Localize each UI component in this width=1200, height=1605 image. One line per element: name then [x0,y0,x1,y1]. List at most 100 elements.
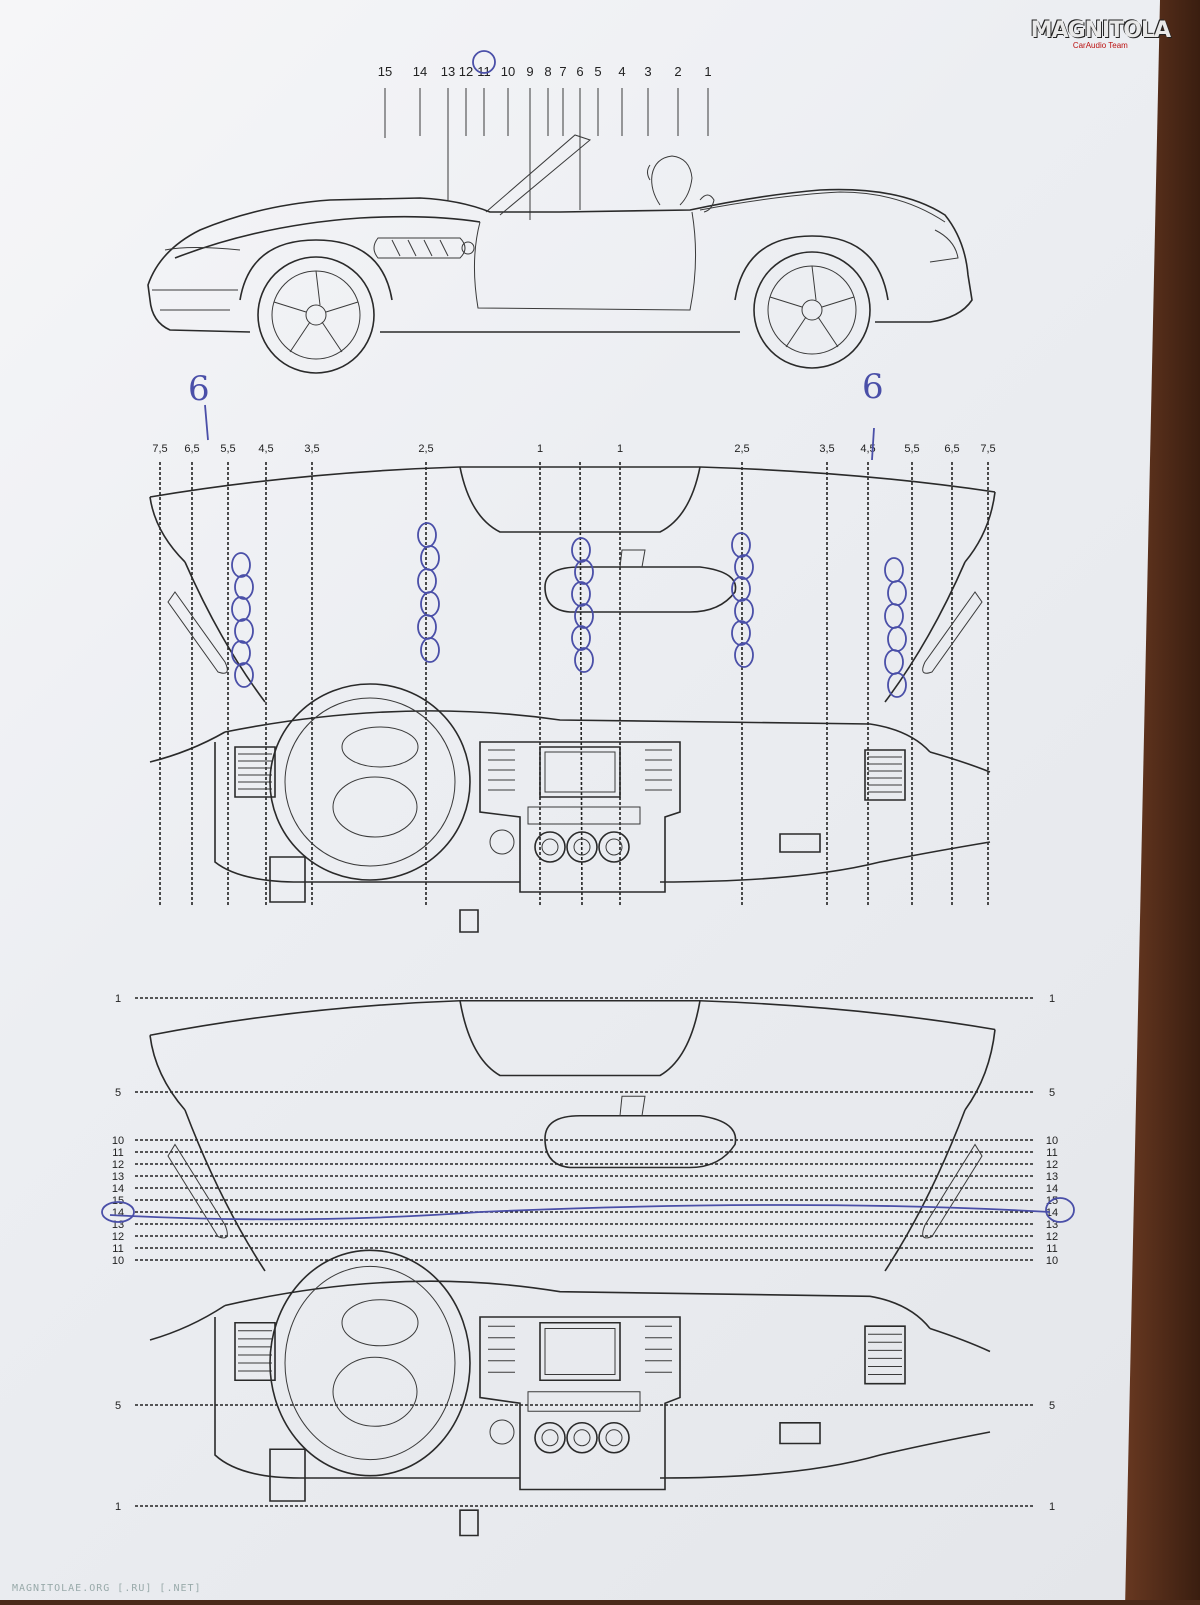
side-view-label: 8 [544,64,551,79]
dash-detail [527,806,641,825]
dash-stroke [779,1422,821,1445]
side-view-label: 2 [674,64,681,79]
dash-stroke [269,856,306,903]
dash-stroke [149,1029,996,1111]
steering-hub [332,1356,418,1427]
dash-detail [619,1095,646,1116]
dash-stroke [149,1304,991,1353]
front-view-vertical-label: 3,5 [819,443,834,455]
front-view-horizontal-label-right: 12 [1046,1231,1058,1243]
side-view-tick-lines [384,88,709,220]
dash-stroke [459,1000,701,1077]
car-rear-deck [699,191,946,223]
handwritten-mark-right: 6 [862,367,884,407]
front-view-vertical-label: 7,5 [980,443,995,455]
front-view-horizontal-label-right: 11 [1046,1243,1057,1255]
side-view-label: 6 [576,64,583,79]
handwritten-underline [109,1204,1051,1221]
dash-stroke [149,731,991,773]
side-view-label: 10 [501,64,515,79]
car-rear-wheel [734,235,889,369]
handwritten-oval [571,537,591,563]
climate-knob [566,831,598,863]
side-view-label: 12 [459,64,473,79]
dash-detail [544,1328,616,1375]
dash-stroke [459,909,479,933]
climate-knob-center [573,1429,591,1447]
handwritten-ovals [231,522,907,698]
handwritten-oval [574,603,594,629]
front-view-horizontal-label-right: 10 [1046,1135,1058,1147]
dash-stroke [544,566,737,613]
handwritten-oval-left [101,1201,135,1223]
climate-knob-center [605,838,623,856]
front-view-horizontal-label-right: 11 [1046,1147,1057,1159]
dash-stroke [479,1316,681,1491]
dash-stroke [544,1114,737,1169]
instrument-hood [341,726,419,768]
dash-detail [167,1143,228,1239]
handwritten-oval [884,649,904,675]
front-view-horizontal-label-left: 15 [112,1195,124,1207]
handwritten-oval [234,618,254,644]
car-side-vent [373,237,466,259]
handwritten-oval-right [1045,1197,1075,1223]
handwritten-oval [420,545,440,571]
handwritten-oval [417,522,437,548]
front-view-vertical-lines [159,461,989,907]
front-view-horizontal-label-left: 11 [112,1147,123,1159]
handwritten-oval [231,640,251,666]
dash-stroke [214,1317,991,1479]
watermark-brand: MAGNITOLA [1030,18,1171,43]
side-view-circle-mark [472,50,496,74]
side-view-label: 5 [594,64,601,79]
front-view-horizontal-label-right: 5 [1049,1400,1055,1412]
car-driver-figure [647,155,715,213]
car-front-wheel [239,239,393,374]
front-view-vertical-label: 5,5 [220,443,235,455]
dash-detail [922,591,983,674]
dash-stroke [149,999,996,1037]
front-view-horizontal-label-left: 10 [112,1135,124,1147]
front-view-horizontal-label-left: 11 [112,1243,123,1255]
handwritten-oval [571,581,591,607]
handwritten-oval [574,647,594,673]
dash-stroke [539,746,621,798]
side-view-label: 11 [477,64,491,79]
climate-knob-center [605,1429,623,1447]
handwritten-oval [231,596,251,622]
steering-wheel-inner [284,697,456,867]
dash-detail [619,549,646,568]
front-view-vertical-label: 3,5 [304,443,319,455]
handwritten-oval [884,557,904,583]
dash-stroke [149,466,996,498]
side-view-label: 4 [618,64,625,79]
car-hood-line [174,215,481,259]
dash-detail [527,1391,641,1412]
handwritten-oval [884,603,904,629]
handwritten-oval [417,568,437,594]
front-view-vertical-label: 4,5 [258,443,273,455]
front-view-horizontal-label-right: 13 [1046,1171,1058,1183]
handwritten-oval [734,554,754,580]
dash-stroke [184,561,966,703]
steering-wheel-inner [284,1265,456,1461]
handwritten-oval [731,532,751,558]
car-rear-light [929,229,959,263]
climate-knob [598,831,630,863]
front-view-horizontal-label-left: 12 [112,1159,124,1171]
climate-knob-center [573,838,591,856]
steering-wheel [269,1249,471,1477]
dash-stroke [459,466,701,533]
climate-knob-center [541,1429,559,1447]
side-view-label: 3 [644,64,651,79]
dash-stroke [224,1280,931,1329]
dash-stroke [269,1448,306,1502]
front-view-vertical-label: 2,5 [418,443,433,455]
front-view-horizontal-label-left: 13 [112,1171,124,1183]
